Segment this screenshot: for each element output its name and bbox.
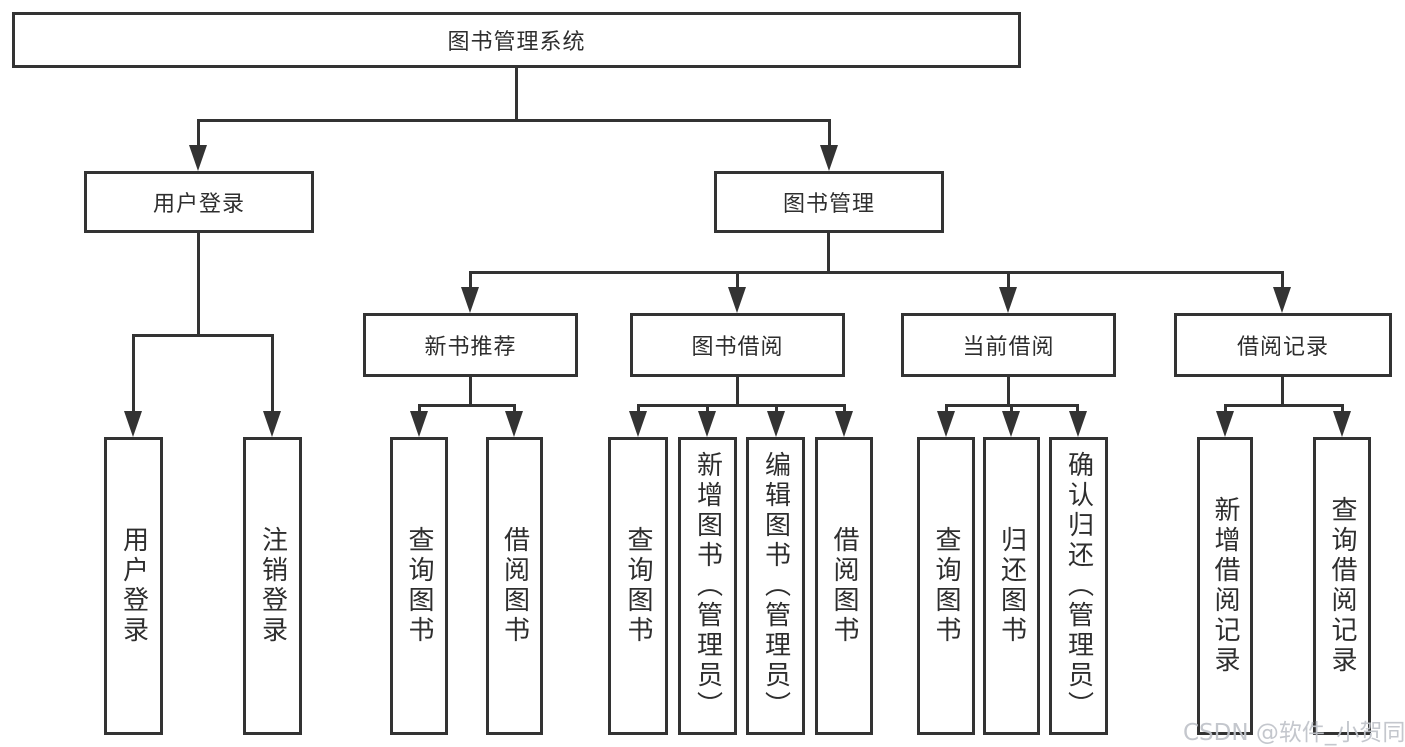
arrow-down-icon: [1333, 411, 1351, 437]
connector-line: [515, 67, 518, 122]
arrow-down-icon: [189, 145, 207, 171]
connector-line: [1341, 404, 1344, 416]
connector-line: [1224, 404, 1227, 416]
node-user-login: 用户登录: [84, 171, 314, 233]
arrow-down-icon: [835, 411, 853, 437]
arrow-down-icon: [767, 411, 785, 437]
arrow-down-icon: [629, 411, 647, 437]
connector-line: [271, 334, 274, 414]
node-leaf-borrow-books-recommend: 借阅图书: [486, 437, 543, 735]
connector-line: [469, 377, 472, 407]
node-leaf-confirm-return-admin: 确认归还（管理员）: [1049, 437, 1108, 735]
arrow-down-icon: [698, 411, 716, 437]
arrow-down-icon: [461, 287, 479, 313]
node-leaf-edit-book-admin: 编辑图书（管理员）: [746, 437, 805, 735]
node-leaf-query-books-borrowing: 查询图书: [608, 437, 668, 735]
node-book-borrowing: 图书借阅: [630, 313, 845, 377]
node-leaf-query-books-current: 查询图书: [917, 437, 975, 735]
connector-line: [945, 404, 948, 416]
node-leaf-query-books-recommend: 查询图书: [390, 437, 448, 735]
connector-line: [132, 334, 135, 414]
node-book-management: 图书管理: [714, 171, 944, 233]
connector-line: [418, 404, 421, 416]
connector-line: [736, 377, 739, 407]
arrow-down-icon: [1273, 287, 1291, 313]
connector-line: [828, 119, 831, 148]
connector-line: [469, 271, 1284, 274]
arrow-down-icon: [410, 411, 428, 437]
arrow-down-icon: [505, 411, 523, 437]
arrow-down-icon: [1069, 411, 1087, 437]
arrow-down-icon: [263, 411, 281, 437]
arrow-down-icon: [1216, 411, 1234, 437]
connector-line: [1076, 404, 1079, 416]
arrow-down-icon: [124, 411, 142, 437]
node-leaf-user-login: 用户登录: [104, 437, 163, 735]
node-new-book-recommend: 新书推荐: [363, 313, 578, 377]
node-leaf-add-book-admin: 新增图书（管理员）: [678, 437, 737, 735]
arrow-down-icon: [999, 287, 1017, 313]
node-leaf-query-borrow-record: 查询借阅记录: [1313, 437, 1371, 735]
node-current-borrowing: 当前借阅: [901, 313, 1116, 377]
node-leaf-borrow-books: 借阅图书: [815, 437, 873, 735]
arrow-down-icon: [1002, 411, 1020, 437]
arrow-down-icon: [820, 145, 838, 171]
arrow-down-icon: [728, 287, 746, 313]
connector-line: [513, 404, 516, 416]
node-leaf-logout: 注销登录: [243, 437, 302, 735]
connector-line: [1224, 404, 1344, 407]
node-leaf-return-book: 归还图书: [983, 437, 1040, 735]
connector-line: [637, 404, 846, 407]
watermark: CSDN @软件_小贺同学: [1183, 720, 1405, 746]
connector-line: [827, 233, 830, 273]
arrow-down-icon: [937, 411, 955, 437]
connector-line: [469, 271, 472, 291]
node-borrow-records: 借阅记录: [1174, 313, 1392, 377]
connector-line: [843, 404, 846, 416]
node-root: 图书管理系统: [12, 12, 1021, 68]
connector-line: [775, 404, 778, 416]
connector-line: [736, 271, 739, 291]
connector-line: [418, 404, 516, 407]
connector-line: [197, 119, 831, 122]
connector-line: [197, 233, 200, 336]
connector-line: [1281, 271, 1284, 291]
connector-line: [132, 334, 274, 337]
node-leaf-add-borrow-record: 新增借阅记录: [1197, 437, 1253, 735]
connector-line: [197, 119, 200, 148]
connector-line: [1281, 377, 1284, 407]
connector-line: [1007, 271, 1010, 291]
connector-line: [706, 404, 709, 416]
connector-line: [1007, 377, 1010, 407]
connector-line: [637, 404, 640, 416]
connector-line: [1010, 404, 1013, 416]
